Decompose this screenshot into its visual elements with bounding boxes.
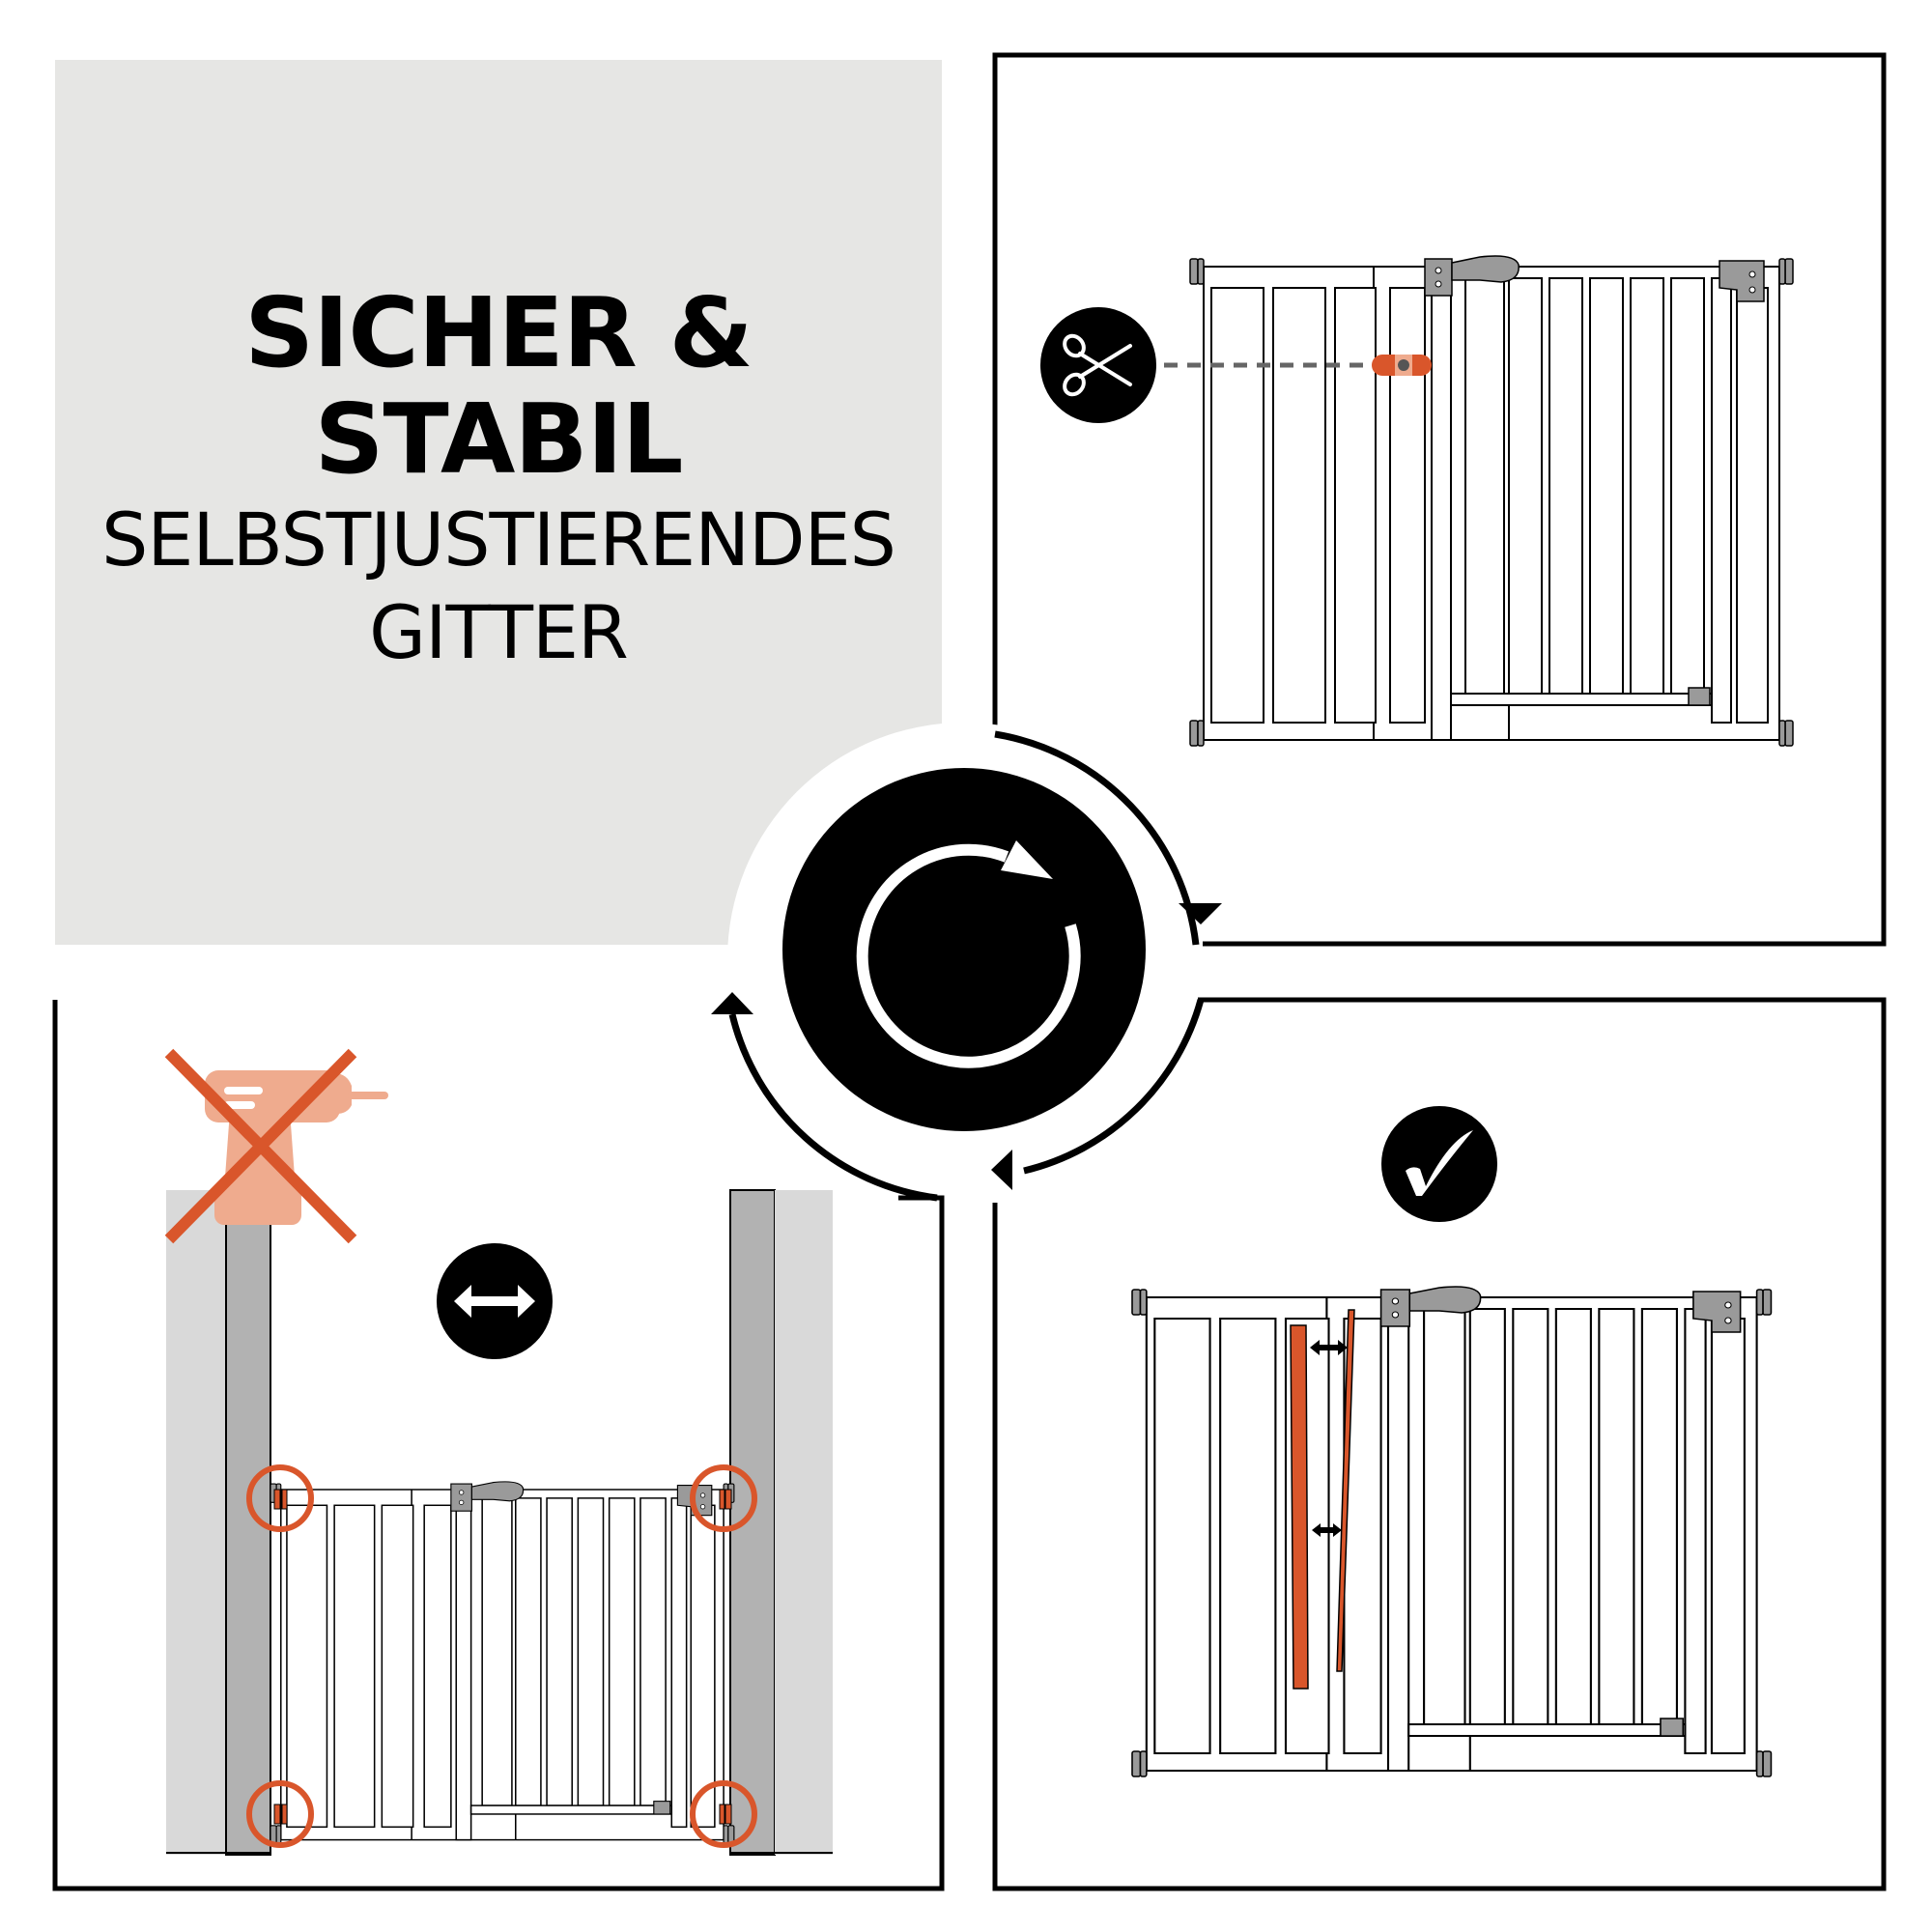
no-drill-icon [164,1048,388,1244]
gate-illustration-left [270,1481,735,1845]
arrow-top-right [994,730,1200,946]
headline: SICHER & STABIL SELBSTJUSTIERENDES GITTE… [55,280,942,678]
wall-right-inner [729,1189,776,1856]
arrow-bottom-right [1023,999,1205,1175]
checkmark-icon [1381,1106,1497,1222]
pressure-point-circles [246,1464,757,1848]
headline-line-1: SICHER & [244,276,753,389]
rotate-cycle-icon [782,768,1146,1131]
wall-right-outer [775,1190,833,1855]
scissors-icon [1040,307,1156,423]
headline-line-2: STABIL [314,383,683,496]
arrow-bottom-left [728,1013,938,1202]
panel-bottom-right [992,997,1887,1891]
headline-line-3: SELBSTJUSTIERENDES [101,497,896,582]
horizontal-double-arrow-icon [437,1243,553,1359]
panel-bottom-left [52,1000,945,1891]
gap-arrows-icon [1310,1340,1348,1537]
cut-marker [1372,355,1432,376]
gate-illustration-top [1189,255,1794,747]
panel-top-right [992,52,1887,947]
wall-left-outer [166,1190,226,1855]
gate-illustration-right [1130,1285,1773,1778]
self-adjusting-highlight [1290,1309,1355,1690]
headline-line-4: GITTER [369,589,629,675]
center-cycle [711,723,1222,1202]
